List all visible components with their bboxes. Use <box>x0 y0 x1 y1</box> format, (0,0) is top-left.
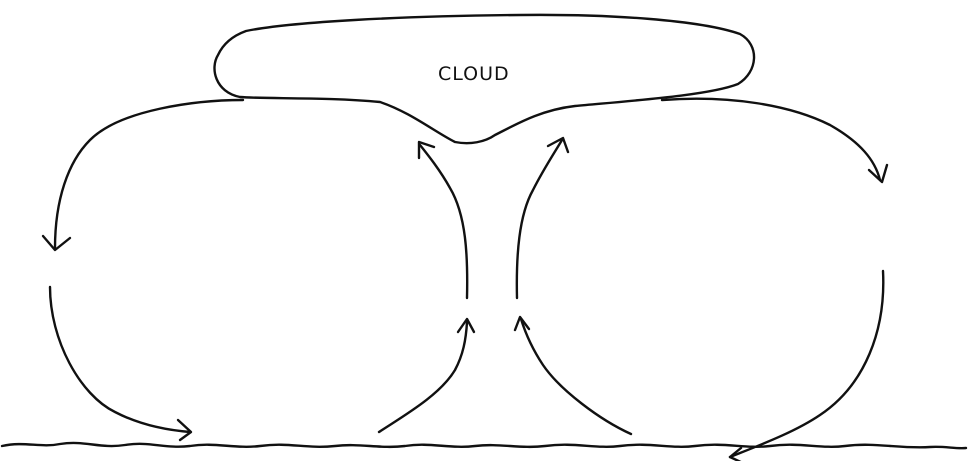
arrow-right-cell-side <box>730 271 883 457</box>
arrow-left-cell-top <box>55 100 243 248</box>
ground-line <box>2 443 966 448</box>
arrow-right-cell-top <box>662 99 880 180</box>
arrow-left-cell-bottom <box>50 287 190 432</box>
arrowhead-left-cell-rising-high <box>419 142 434 158</box>
arrow-right-cell-rising-low <box>521 319 631 434</box>
left-convection-cell <box>43 100 474 440</box>
cloud-label: CLOUD <box>438 63 510 85</box>
arrow-right-cell-rising-high <box>517 140 562 298</box>
arrow-left-cell-rising-low <box>379 322 467 432</box>
arrowhead-left-cell-top <box>43 236 70 250</box>
right-convection-cell <box>515 99 887 461</box>
cloud: CLOUD <box>214 15 754 143</box>
arrow-left-cell-rising-high <box>420 145 467 298</box>
